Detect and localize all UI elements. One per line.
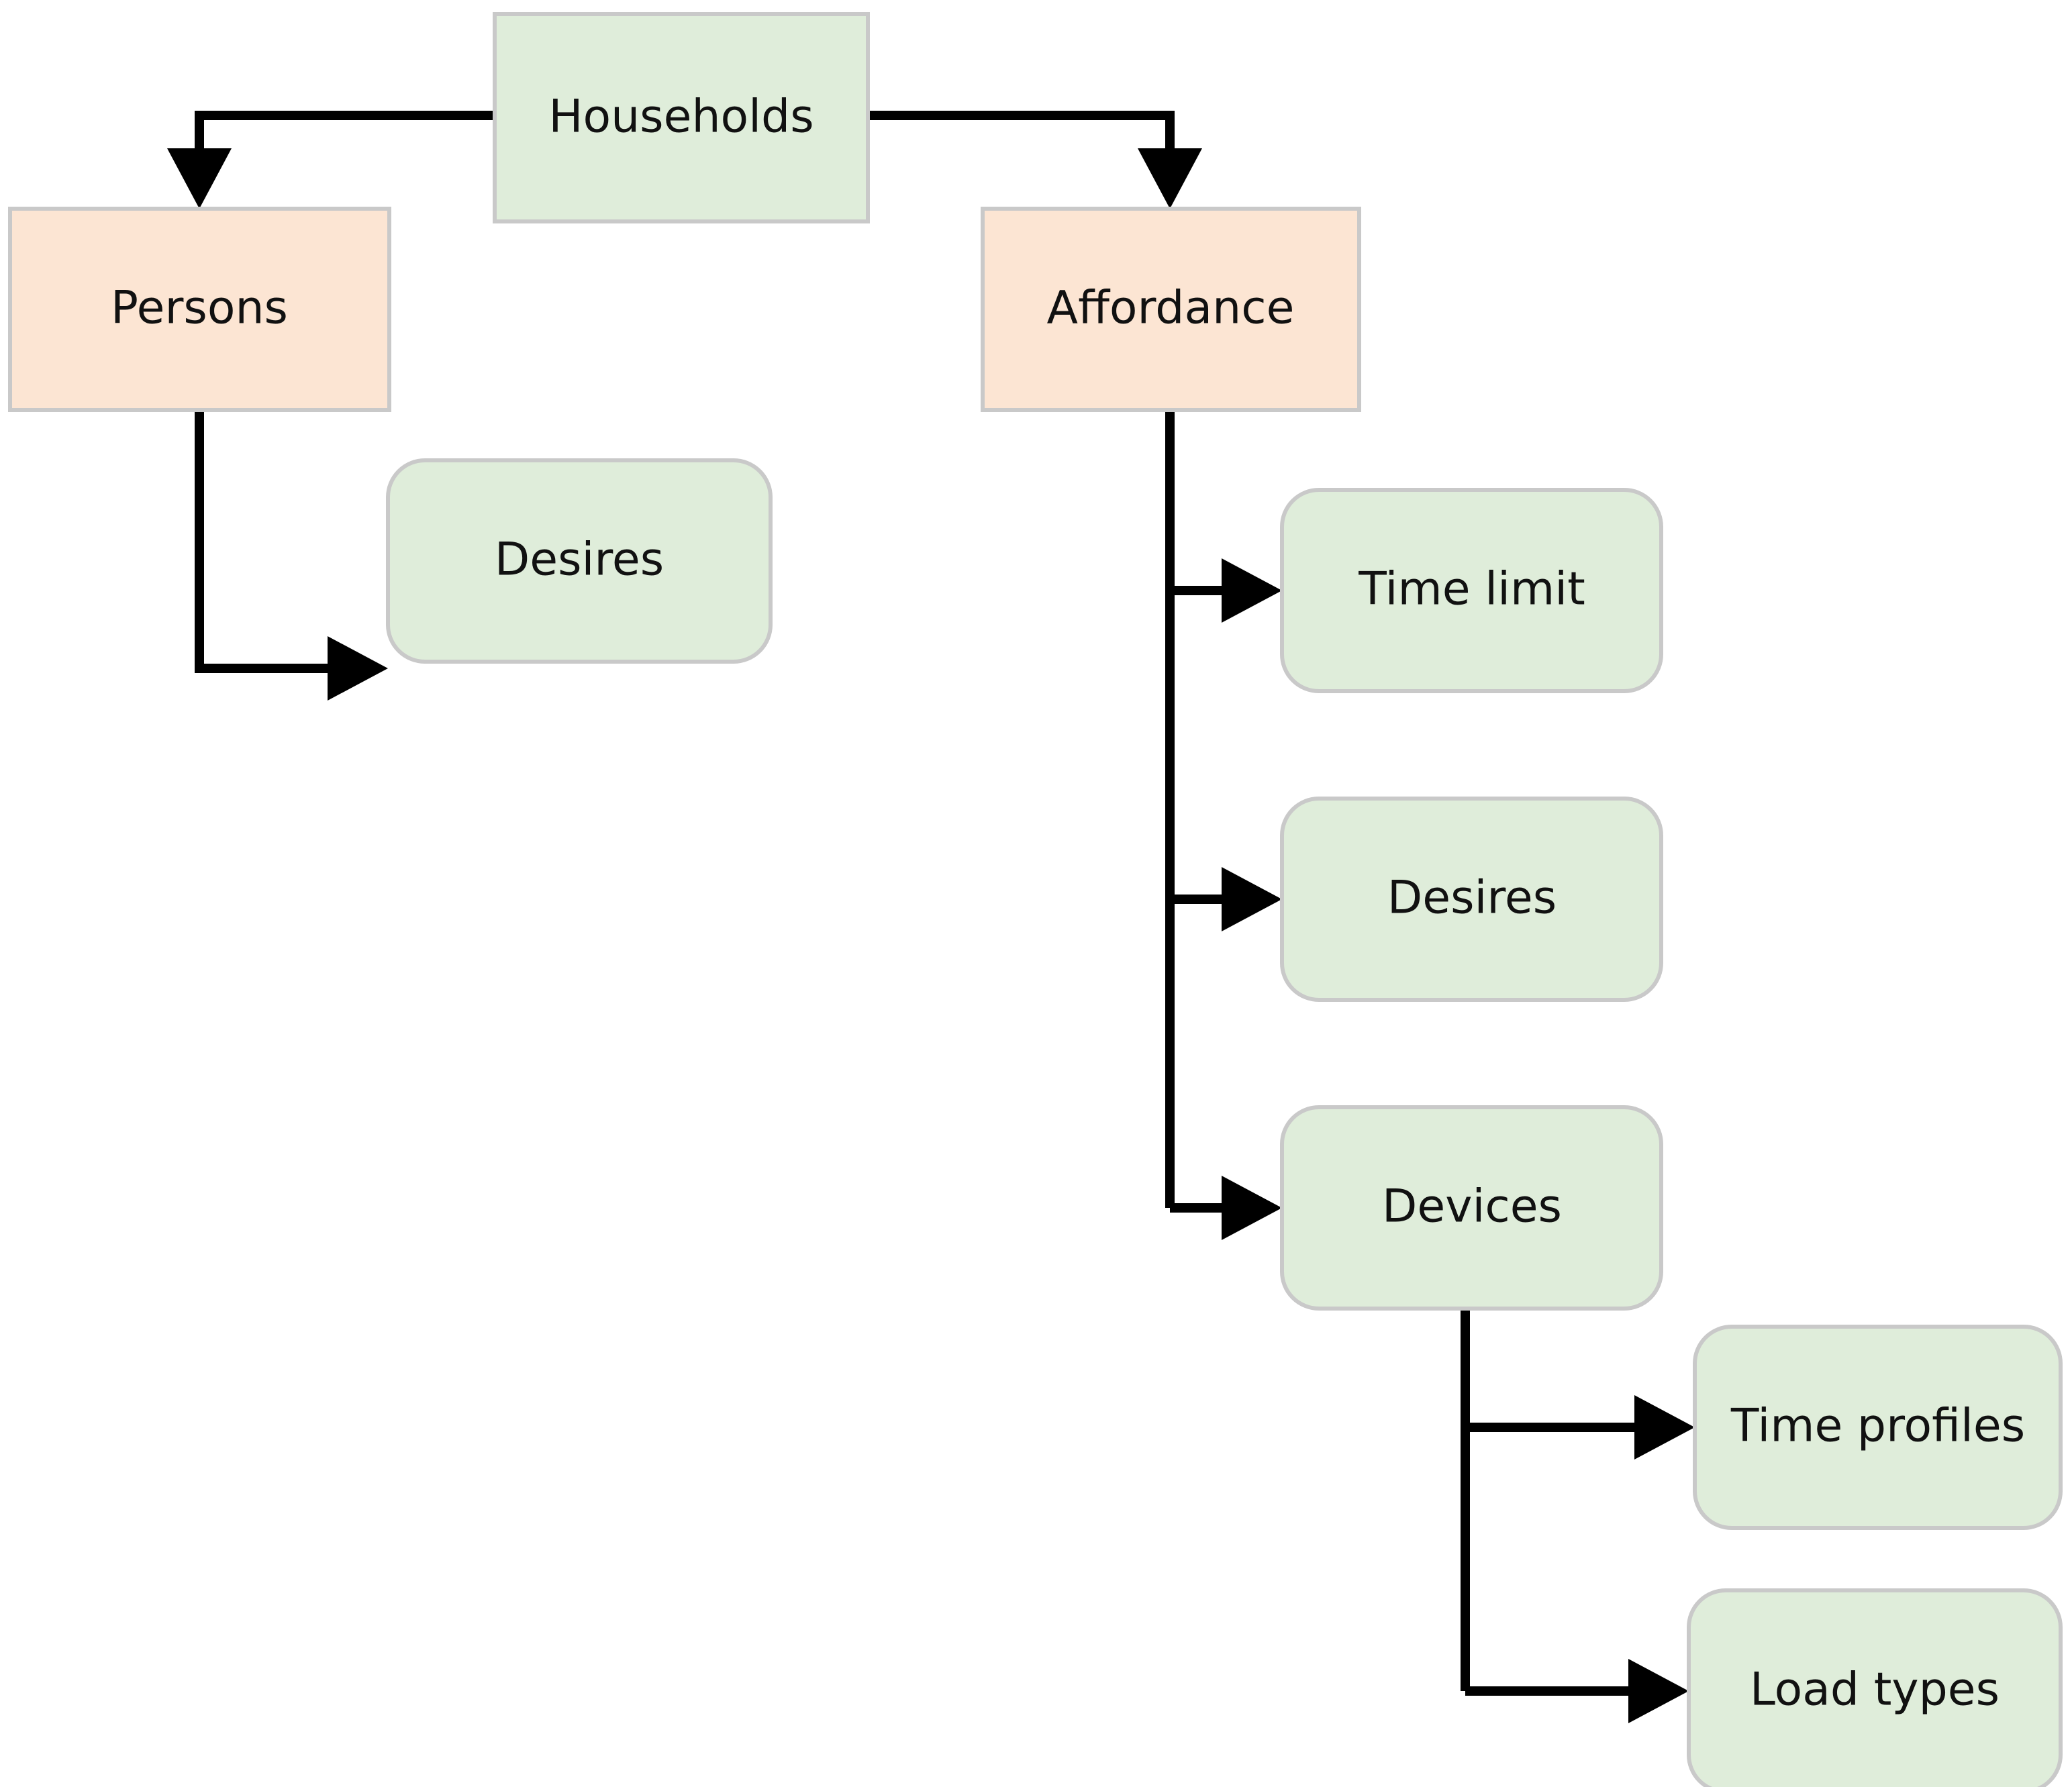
node-time-profiles-shape[interactable] xyxy=(1693,1325,2063,1530)
node-devices-label: Devices xyxy=(1382,1180,1562,1233)
edge-households-affordance xyxy=(868,111,1202,209)
node-households[interactable]: Households xyxy=(493,12,870,223)
edge-devices-loadtypes-arrowhead xyxy=(1628,1659,1689,1723)
node-desires-person[interactable]: Desires xyxy=(386,458,773,664)
edge-households-affordance-line xyxy=(868,111,1175,161)
edge-affordance-desires xyxy=(1170,867,1282,931)
edge-affordance-devices-arrowhead xyxy=(1222,1176,1282,1240)
node-time-limit[interactable]: Time limit xyxy=(1280,488,1663,693)
edge-households-affordance-arrowhead xyxy=(1138,148,1202,209)
node-persons-shape[interactable] xyxy=(8,207,391,412)
edge-devices-timeprofiles xyxy=(1465,1395,1695,1460)
node-devices[interactable]: Devices xyxy=(1280,1105,1663,1311)
node-households-label: Households xyxy=(548,91,813,144)
node-desires-affordance[interactable]: Desires xyxy=(1280,797,1663,1002)
node-load-types-shape[interactable] xyxy=(1687,1588,2063,1787)
node-time-profiles-label: Time profiles xyxy=(1730,1400,2025,1453)
node-persons[interactable]: Persons xyxy=(8,207,391,412)
edge-persons-desires-line xyxy=(195,410,341,673)
node-desires-person-label: Desires xyxy=(495,533,664,586)
edge-households-persons-arrowhead xyxy=(167,148,232,209)
node-affordance-label: Affordance xyxy=(1047,282,1295,335)
edge-devices-timeprofiles-arrowhead xyxy=(1634,1395,1695,1460)
edge-affordance-desires-arrowhead xyxy=(1222,867,1282,931)
edge-persons-desires-arrowhead xyxy=(328,636,388,701)
node-persons-label: Persons xyxy=(111,282,288,335)
node-affordance-shape[interactable] xyxy=(981,207,1361,412)
node-load-types-label: Load types xyxy=(1750,1664,2000,1717)
edge-households-persons xyxy=(167,111,495,209)
edge-affordance-timelimit xyxy=(1170,558,1282,623)
node-desires-affordance-label: Desires xyxy=(1387,872,1557,925)
edge-devices-loadtypes xyxy=(1465,1659,1689,1723)
node-desires-person-shape[interactable] xyxy=(386,458,773,664)
edge-affordance-timelimit-arrowhead xyxy=(1222,558,1282,623)
node-households-shape[interactable] xyxy=(493,12,870,223)
node-devices-shape[interactable] xyxy=(1280,1105,1663,1311)
node-load-types[interactable]: Load types xyxy=(1687,1588,2063,1787)
edge-persons-desires xyxy=(195,410,388,701)
node-time-limit-shape[interactable] xyxy=(1280,488,1663,693)
edge-households-persons-line xyxy=(195,111,495,161)
node-time-profiles[interactable]: Time profiles xyxy=(1693,1325,2063,1530)
node-desires-affordance-shape[interactable] xyxy=(1280,797,1663,1002)
node-time-limit-label: Time limit xyxy=(1358,563,1585,616)
edge-affordance-devices xyxy=(1170,1176,1282,1240)
node-affordance[interactable]: Affordance xyxy=(981,207,1361,412)
